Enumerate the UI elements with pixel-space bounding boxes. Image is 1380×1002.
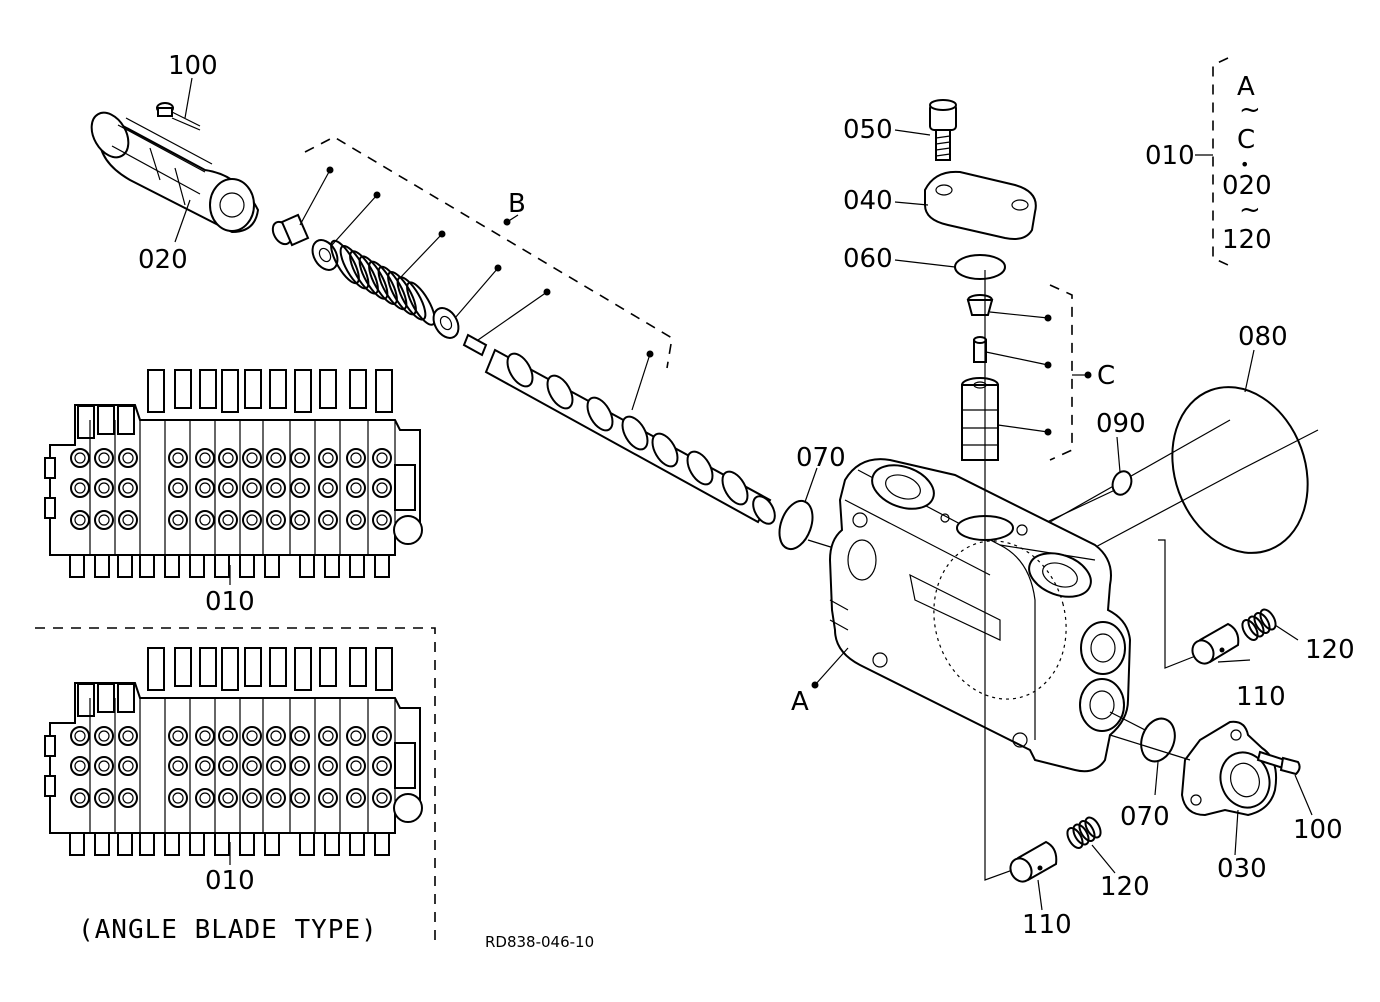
label-110-upper: 110 xyxy=(1236,682,1286,712)
group-C-leaders xyxy=(985,311,1092,436)
label-060: 060 xyxy=(843,244,893,274)
label-A: A xyxy=(791,687,809,717)
group-C-bracket xyxy=(1049,284,1073,461)
valve-assembly-010-standard[interactable] xyxy=(44,369,423,578)
label-020: 020 xyxy=(138,245,188,275)
label-090: 090 xyxy=(1096,409,1146,439)
part-100-bolt-top[interactable] xyxy=(156,102,201,131)
legend-120: 120 xyxy=(1222,225,1272,255)
legend-dot: • xyxy=(1240,155,1249,174)
part-B-retainer[interactable] xyxy=(269,213,310,247)
part-040-cover[interactable] xyxy=(924,170,1037,240)
legend-020: 020 xyxy=(1222,171,1272,201)
caption-angle-blade-type: (ANGLE BLADE TYPE) xyxy=(78,915,378,945)
label-010-bottom: 010 xyxy=(205,866,255,896)
part-B-washer2[interactable] xyxy=(428,304,463,343)
label-100-bottom: 100 xyxy=(1293,815,1343,845)
part-C-plug[interactable] xyxy=(966,294,994,316)
legend-A: A xyxy=(1237,72,1255,102)
leader-100a xyxy=(184,77,193,119)
drawing-number: RD838-046-10 xyxy=(485,933,594,951)
part-110-poppet-a[interactable] xyxy=(1188,622,1240,667)
label-050: 050 xyxy=(843,115,893,145)
label-070-right: 070 xyxy=(1120,802,1170,832)
label-110-lower: 110 xyxy=(1022,910,1072,940)
part-C-pin[interactable] xyxy=(973,336,987,363)
group-B-bracket xyxy=(304,136,673,369)
part-020-cap[interactable] xyxy=(84,106,260,234)
valve-assembly-010-angle-blade[interactable] xyxy=(44,647,423,856)
legend-tilde-1: ~ xyxy=(1239,95,1261,125)
part-050-bolt[interactable] xyxy=(929,99,957,161)
label-030: 030 xyxy=(1217,854,1267,884)
part-060-oring[interactable] xyxy=(954,254,1006,280)
part-030-flange[interactable] xyxy=(1180,720,1278,817)
label-120-upper: 120 xyxy=(1305,635,1355,665)
part-A-valve-body[interactable] xyxy=(828,457,1132,773)
legend-tilde-2: ~ xyxy=(1239,195,1261,225)
part-100-bolt-bottom[interactable] xyxy=(1256,750,1301,776)
label-010-mid: 010 xyxy=(205,587,255,617)
label-080: 080 xyxy=(1238,322,1288,352)
part-B-spool[interactable] xyxy=(484,348,779,527)
leader-020 xyxy=(174,199,191,243)
label-010-top: 010 xyxy=(1145,141,1195,171)
label-040: 040 xyxy=(843,186,893,216)
part-B-spring[interactable] xyxy=(326,237,440,328)
part-110-poppet-b[interactable] xyxy=(1006,840,1058,885)
label-100-top: 100 xyxy=(168,51,218,81)
group-B-dots xyxy=(299,166,654,411)
label-C: C xyxy=(1097,361,1115,391)
part-070-oring-b[interactable] xyxy=(1135,714,1180,766)
part-120-spring-b[interactable] xyxy=(1064,815,1103,851)
angle-blade-frame xyxy=(35,627,436,948)
label-120-lower: 120 xyxy=(1100,872,1150,902)
part-120-spring-a[interactable] xyxy=(1239,607,1278,643)
part-070-oring-a[interactable] xyxy=(773,496,818,553)
part-C-valve[interactable] xyxy=(961,377,999,461)
label-B: B xyxy=(508,189,526,219)
label-070-left: 070 xyxy=(796,443,846,473)
part-B-screw[interactable] xyxy=(462,333,488,357)
legend-C: C xyxy=(1237,125,1255,155)
part-090-oring[interactable] xyxy=(1109,469,1134,498)
legend-bracket xyxy=(1212,57,1229,266)
